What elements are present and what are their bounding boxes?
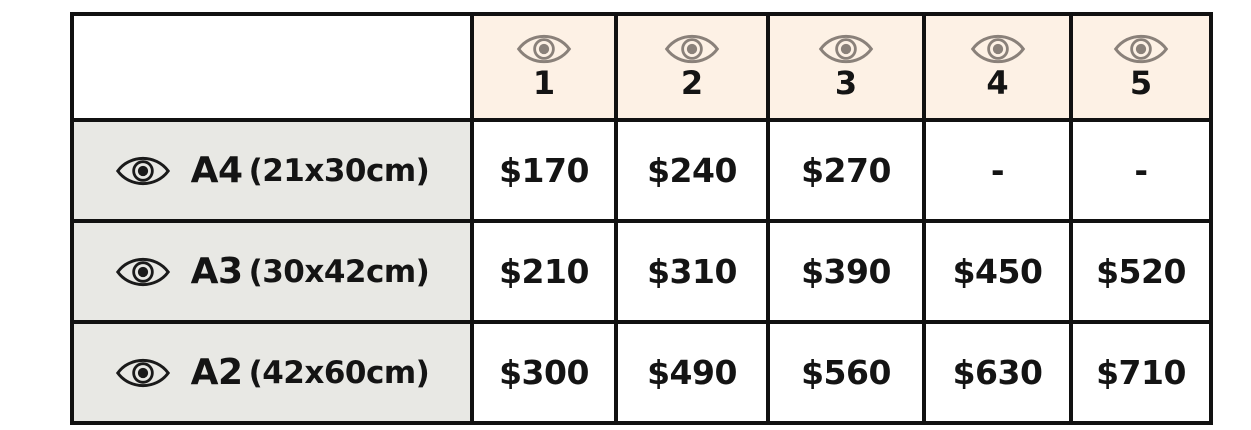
table-row-a2: A2(42x60cm) $300 $490 $560 $630 $710 [70,320,1213,425]
table-row-a4: A4(21x30cm) $170 $240 $270 - - [70,118,1213,223]
price-cell: $390 [766,219,926,324]
price-cell: $240 [614,118,770,223]
price-cell: $490 [614,320,770,425]
column-header-2: 2 [614,12,770,122]
column-header-1: 1 [470,12,618,122]
eye-icon [115,257,171,287]
size-label-cell: A4(21x30cm) [70,118,474,223]
column-number: 2 [680,64,704,102]
price-table: 1 2 3 4 5 A4(21x30cm) $17 [70,12,1213,425]
header-blank-cell [70,12,474,122]
price-cell: $310 [614,219,770,324]
eye-icon [115,156,171,186]
table-row-a3: A3(30x42cm) $210 $310 $390 $450 $520 [70,219,1213,324]
price-cell: - [1069,118,1213,223]
eye-icon [663,34,721,64]
column-number: 4 [986,64,1009,102]
header-row: 1 2 3 4 5 [70,12,1213,122]
price-cell: $210 [470,219,618,324]
column-header-4: 4 [922,12,1073,122]
size-format: A2 [190,352,243,393]
eye-icon [817,34,875,64]
size-format: A3 [190,251,243,292]
price-cell: $520 [1069,219,1213,324]
size-dimensions: (30x42cm) [248,253,430,290]
column-number: 5 [1129,64,1153,102]
column-header-3: 3 [766,12,926,122]
size-format: A4 [190,150,243,191]
size-label-cell: A2(42x60cm) [70,320,474,425]
price-cell: $170 [470,118,618,223]
size-dimensions: (21x30cm) [248,152,430,189]
column-number: 3 [834,64,858,102]
eye-icon [115,358,171,388]
size-dimensions: (42x60cm) [248,354,430,391]
price-cell: $300 [470,320,618,425]
price-cell: $630 [922,320,1073,425]
price-cell: $270 [766,118,926,223]
eye-icon [515,34,573,64]
size-label-cell: A3(30x42cm) [70,219,474,324]
price-cell: $560 [766,320,926,425]
eye-icon [969,34,1027,64]
price-cell: $710 [1069,320,1213,425]
column-number: 1 [532,64,556,102]
price-cell: $450 [922,219,1073,324]
column-header-5: 5 [1069,12,1213,122]
price-cell: - [922,118,1073,223]
eye-icon [1112,34,1170,64]
